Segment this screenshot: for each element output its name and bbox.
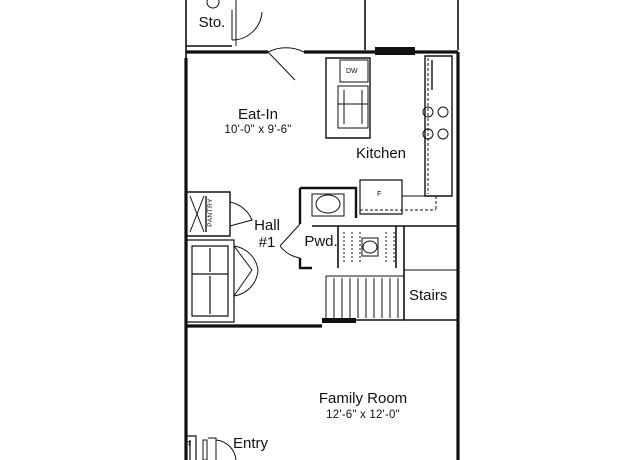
pantry-door — [229, 201, 253, 227]
fridge — [359, 179, 403, 215]
closet-fragment-label: T — [187, 441, 192, 448]
kitchen-sink — [337, 85, 369, 129]
pantry-closet — [186, 191, 231, 237]
right-counter — [424, 55, 453, 197]
kitchen-label: Kitchen — [355, 145, 407, 162]
cooktop — [422, 106, 449, 140]
hall-label: Hall — [254, 217, 280, 234]
dishwasher — [339, 59, 369, 83]
powder-label: Pwd. — [304, 233, 338, 250]
stairs-label: Stairs — [409, 287, 448, 304]
entry-door — [208, 437, 237, 460]
coat-closet — [186, 239, 235, 323]
storage-door — [231, 10, 263, 41]
pantry-label: PANTRY — [207, 198, 214, 227]
entry-closet — [186, 435, 197, 460]
storage-label: Sto. — [198, 14, 226, 31]
hall-number: #1 — [258, 234, 276, 251]
eat-in-door — [267, 47, 305, 81]
powder-door — [279, 223, 301, 259]
family-room-label: Family Room — [318, 390, 408, 407]
storage-fixture — [206, 0, 220, 9]
eat-in-label: Eat-In — [237, 106, 279, 123]
dishwasher-label: DW — [346, 68, 358, 75]
fridge-label: F — [377, 191, 382, 198]
stair-landing-mark — [322, 318, 356, 323]
powder-sink — [315, 194, 341, 214]
eat-in-dimensions: 10'-0" x 9'-6" — [224, 124, 292, 136]
entry-label: Entry — [233, 435, 269, 452]
family-room-dimensions: 12'-6" x 12'-0" — [326, 409, 400, 421]
stair-walls — [312, 225, 458, 321]
stair-treads — [333, 278, 399, 318]
powder-walls — [298, 186, 358, 270]
coat-closet-doors — [233, 245, 259, 297]
kitchen-island — [325, 57, 371, 139]
toilet — [361, 237, 379, 257]
